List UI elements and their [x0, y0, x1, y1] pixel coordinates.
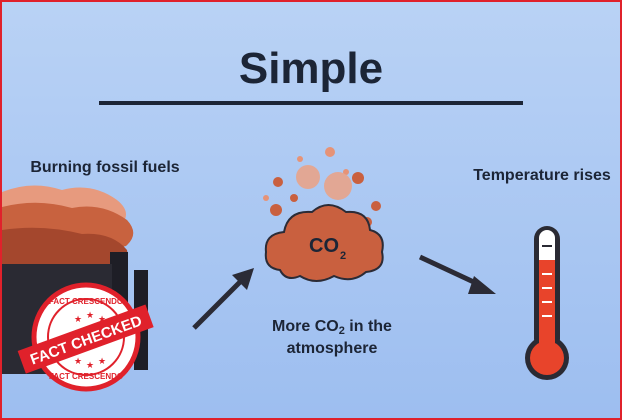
co2-label-end: in the atmosphere	[286, 318, 392, 357]
title-underline	[99, 101, 523, 105]
co2-label-subscript: 2	[338, 325, 345, 337]
badge-star-icon: ★	[98, 356, 106, 366]
badge-star-icon: ★	[86, 360, 94, 370]
co2-label-start: More CO	[272, 318, 339, 335]
cloud-co2-text: CO	[309, 235, 339, 257]
badge-star-icon: ★	[74, 314, 82, 324]
cloud-co2-subscript: 2	[340, 250, 346, 262]
thermometer-icon	[525, 226, 569, 380]
badge-bottom-text: FACT CRESCENDO	[49, 372, 123, 381]
badge-star-icon: ★	[98, 314, 106, 324]
co2-bubbles	[263, 147, 381, 227]
badge-star-icon: ★	[86, 310, 94, 320]
fact-checked-badge: FACT CRESCENDO FACT CRESCENDO FACT CHECK…	[17, 282, 154, 392]
temperature-label: Temperature rises	[473, 167, 611, 184]
page-title: Simple	[238, 44, 384, 93]
arrow-up-right-icon	[192, 268, 254, 330]
co2-atmosphere-label: More CO2 in the atmosphere	[252, 317, 412, 359]
badge-top-text: FACT CRESCENDO	[49, 297, 123, 306]
co2-cloud-icon: CO 2	[264, 204, 384, 282]
fossil-fuels-label: Burning fossil fuels	[30, 159, 180, 176]
arrow-down-right-icon	[418, 254, 496, 294]
badge-star-icon: ★	[74, 356, 82, 366]
